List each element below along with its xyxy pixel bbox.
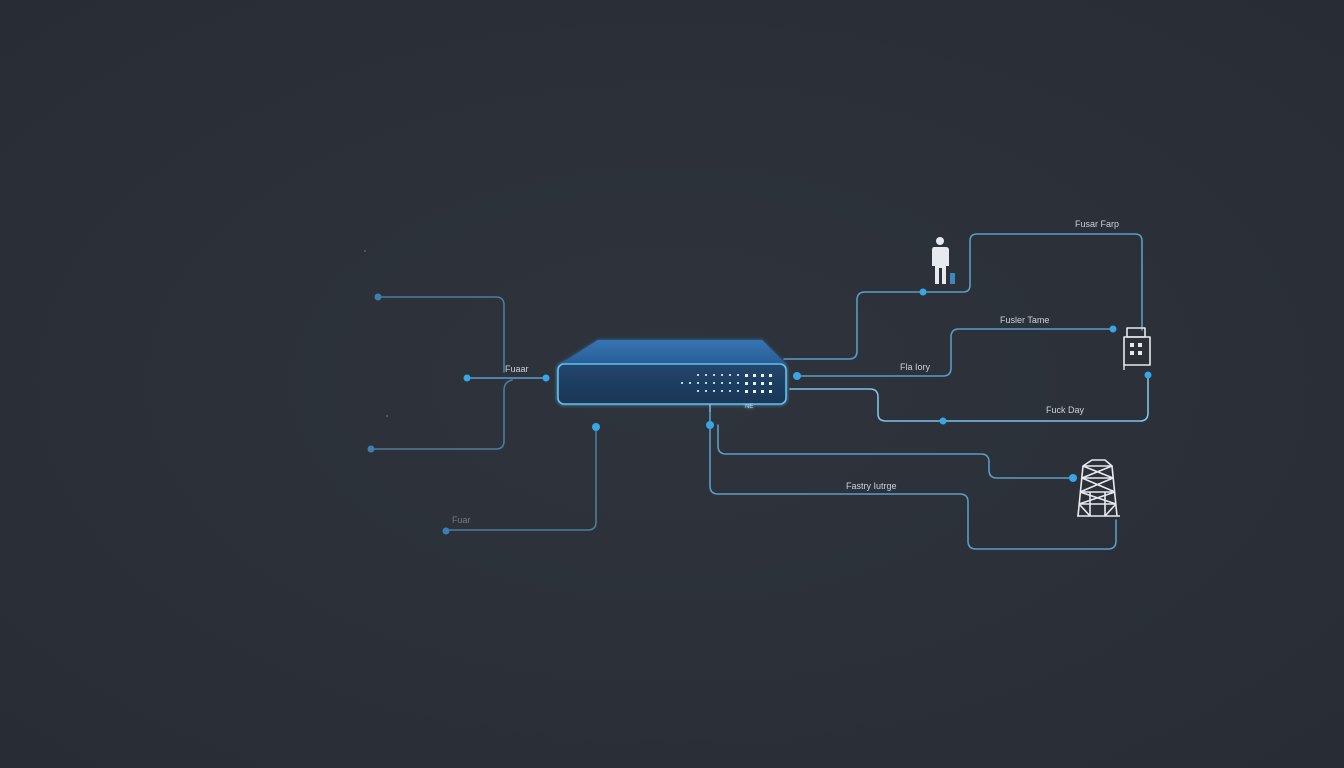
switch-port-led [761,374,764,377]
switch-port-led [769,382,772,385]
faint-mark [364,250,366,252]
switch-top-face [560,340,786,364]
wire-to-storage-upper [796,328,1114,377]
switch-port-led [721,374,723,376]
switch-port-led [729,382,731,384]
label-right-middle: Fla Iory [900,362,931,372]
switch-port-led [713,374,715,376]
node-right-lower[interactable] [939,417,947,425]
label-top-right: Fusar Farp [1075,219,1119,229]
switch-port-led [713,390,715,392]
label-left-input: Fuaar [505,364,529,374]
switch-port-led [753,374,756,377]
switch-port-led [753,390,756,393]
switch-port-led [697,374,699,376]
switch-badge: NE [745,404,753,410]
wire-left-top [377,296,505,373]
wire-bottom-center [445,426,597,531]
node-storage-top[interactable] [1109,325,1117,333]
wire-to-tower [717,424,1074,479]
switch-port-led [705,374,707,376]
faint-mark [386,415,388,417]
switch-port-led [745,374,748,377]
switch-port-led [729,374,731,376]
switch-port-led [769,374,772,377]
switch-port-led [753,382,756,385]
node-person[interactable] [919,288,927,296]
wire-to-tower-lower [709,411,1117,550]
switch-port-led [705,390,707,392]
node-switch-right-port[interactable] [793,372,801,380]
switch-port-led [737,390,739,392]
switch-port-led [721,390,723,392]
node-bottom-left[interactable] [442,527,450,535]
left-connections: Fuaar Fuar [367,293,600,535]
person-icon[interactable] [932,237,955,284]
person-device-icon [950,273,955,284]
switch-port-led [769,390,772,393]
switch-port-led [737,382,739,384]
server-rack-icon[interactable] [1123,327,1151,370]
label-bottom-right: Fastry Iutrge [846,481,897,491]
right-connections: Fusar Farp Fusler Tame Fla Iory Fuck Day… [706,219,1152,550]
switch-port-led [705,382,707,384]
node-storage-bottom[interactable] [1144,371,1152,379]
switch-port-grid [681,374,772,393]
switch-port-led [761,390,764,393]
label-right-middle-upper: Fusler Tame [1000,315,1049,325]
switch-port-led [689,382,691,384]
switch-front-face [557,363,787,405]
wire-to-person [783,233,1143,360]
switch-port-led [697,390,699,392]
wire-right-middle [789,374,1149,422]
switch-port-led [745,390,748,393]
node-switch-left-port[interactable] [542,374,550,382]
node-left-bottom[interactable] [367,445,375,453]
switch-port-led [729,390,731,392]
switch-port-led [737,374,739,376]
node-left-input[interactable] [463,374,471,382]
switch-port-led [745,382,748,385]
node-left-top[interactable] [374,293,382,301]
switch-port-led [761,382,764,385]
node-tower[interactable] [1069,474,1077,482]
switch-port-led [721,382,723,384]
node-switch-bottom-port[interactable] [706,421,714,429]
switch-port-led [681,382,683,384]
wire-left-bottom [370,379,513,450]
network-switch[interactable]: NE [557,340,787,410]
node-bottom-center[interactable] [592,423,600,431]
label-left-bottom: Fuar [452,515,471,525]
transmission-tower-icon[interactable] [1077,459,1120,517]
switch-port-led [697,382,699,384]
label-right-lower: Fuck Day [1046,405,1085,415]
switch-port-led [713,382,715,384]
